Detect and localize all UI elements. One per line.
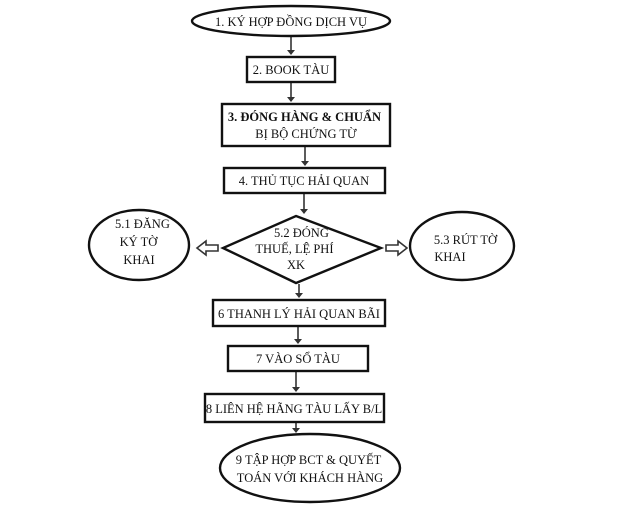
step9-node <box>218 432 402 504</box>
step6-label: 6 THANH LÝ HẢI QUAN BÃI <box>218 307 380 321</box>
step5-1-node <box>87 208 191 282</box>
step8-label: 8 LIÊN HỆ HÃNG TÀU LẤY B/L <box>206 401 382 416</box>
left-arrow <box>195 239 219 257</box>
step5-3-label: 5.3 RÚT TỜ KHAI <box>434 233 500 264</box>
down-arrow <box>300 194 308 214</box>
step8-node <box>203 392 386 424</box>
step6-node <box>211 298 387 328</box>
down-arrow <box>287 37 295 55</box>
right-arrow <box>385 239 409 257</box>
shapes <box>87 4 516 504</box>
step5-1-label: 5.1 ĐĂNG KÝ TỜ KHAI <box>115 217 173 267</box>
down-arrow <box>294 327 302 344</box>
step5-3-node <box>408 210 516 282</box>
step4-label: 4. THỦ TỤC HẢI QUAN <box>239 174 369 188</box>
step4-node <box>222 166 387 195</box>
step5-2-label: 5.2 ĐÓNG THUẾ, LỆ PHÍ XK <box>255 226 336 272</box>
step5-2-node <box>220 214 385 285</box>
down-arrow <box>292 423 300 433</box>
down-arrow <box>287 83 295 102</box>
step1-node <box>190 4 392 38</box>
connectors <box>195 37 409 433</box>
down-arrow <box>295 284 303 298</box>
step2-label: 2. BOOK TÀU <box>253 63 330 77</box>
step7-node <box>226 344 370 373</box>
step3-label: 3. ĐÓNG HÀNG & CHUẨN BỊ BỘ CHỨNG TỪ <box>228 109 384 141</box>
step7-label: 7 VÀO SỔ TÀU <box>256 351 340 366</box>
step9-label: 9 TẬP HỢP BCT & QUYẾT TOÁN VỚI KHÁCH HÀN… <box>236 452 384 485</box>
step1-label: 1. KÝ HỢP ĐỒNG DỊCH VỤ <box>215 14 367 29</box>
step2-node <box>245 55 337 84</box>
down-arrow <box>292 372 300 392</box>
step3-node <box>220 102 392 148</box>
down-arrow <box>301 147 309 166</box>
labels: 1. KÝ HỢP ĐỒNG DỊCH VỤ 2. BOOK TÀU 3. ĐÓ… <box>115 14 500 485</box>
